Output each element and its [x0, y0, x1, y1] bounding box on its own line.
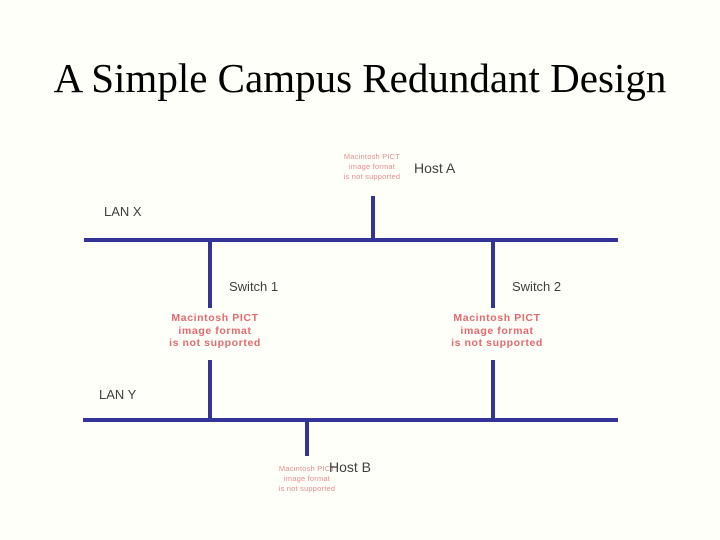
- pict-line: is not supported: [343, 171, 401, 181]
- pict-placeholder-switch1: Macintosh PICT image format is not suppo…: [142, 312, 288, 350]
- pict-placeholder-host-b: Macintosh PICT image format is not suppo…: [275, 464, 339, 494]
- lan-y-bus-line: [83, 418, 618, 422]
- pict-line: image format: [283, 473, 331, 483]
- pict-line: image format: [460, 324, 534, 337]
- switch1-downlink-line: [208, 360, 212, 422]
- host-a-drop-line: [371, 196, 375, 242]
- page-title: A Simple Campus Redundant Design: [53, 55, 667, 101]
- switch1-uplink-line: [208, 238, 212, 308]
- host-a-label: Host A: [414, 160, 456, 176]
- lan-x-label: LAN X: [104, 204, 142, 219]
- switch2-downlink-line: [491, 360, 495, 422]
- lan-y-label: LAN Y: [99, 387, 137, 402]
- pict-placeholder-switch2: Macintosh PICT image format is not suppo…: [424, 312, 570, 350]
- switch2-label: Switch 2: [512, 279, 562, 294]
- pict-line: Macintosh PICT: [278, 464, 336, 473]
- pict-placeholder-host-a: Macintosh PICT image format is not suppo…: [340, 152, 404, 182]
- pict-line: is not supported: [451, 337, 543, 349]
- pict-line: is not supported: [169, 337, 261, 349]
- host-b-label: Host B: [329, 459, 372, 475]
- pict-line: Macintosh PICT: [343, 152, 401, 161]
- pict-line: image format: [178, 324, 252, 337]
- lan-x-bus-line: [84, 238, 618, 242]
- host-b-drop-line: [305, 418, 309, 456]
- pict-line: Macintosh PICT: [453, 312, 541, 324]
- switch2-uplink-line: [491, 238, 495, 308]
- pict-line: image format: [348, 161, 396, 171]
- pict-line: Macintosh PICT: [171, 312, 259, 324]
- pict-line: is not supported: [278, 483, 336, 493]
- switch1-label: Switch 1: [229, 279, 279, 294]
